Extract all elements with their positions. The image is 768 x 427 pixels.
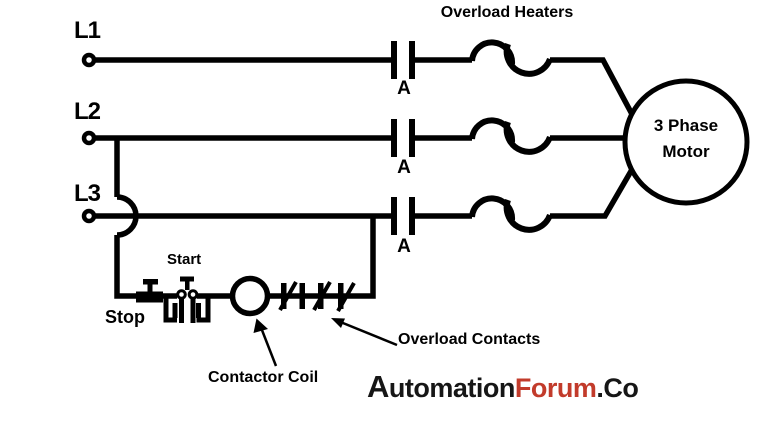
phase-line-l3 [95, 164, 637, 235]
overload-contacts-symbol [278, 281, 356, 312]
overload-contacts-arrowhead-icon [331, 318, 345, 328]
contact-a-l1-label: A [397, 78, 411, 99]
stop-label: Stop [105, 307, 145, 327]
automationforum-logo: AutomationForum.Co [367, 369, 639, 405]
supply-terminals [81, 52, 97, 224]
l1-terminal [81, 52, 97, 68]
contact-a-l2-symbol [391, 119, 415, 157]
contact-a-l3-symbol [391, 197, 415, 235]
contactor-coil-arrowhead-icon [253, 318, 268, 333]
start-contact-dot-left [176, 289, 187, 300]
overload-contacts-arrow [337, 319, 398, 347]
stop-button-symbol [136, 279, 163, 303]
l3-label: L3 [74, 180, 101, 207]
contact-a-l1-symbol [391, 41, 415, 79]
overload-heater-l2-icon [469, 117, 553, 155]
motor-label-line1: 3 Phase [653, 116, 719, 135]
control-circuit [114, 138, 376, 323]
start-label: Start [167, 251, 202, 268]
contact-a-l2-label: A [397, 157, 411, 178]
logo-dot: . [596, 373, 604, 403]
contactor-coil-symbol [229, 275, 271, 317]
contactor-coil-label: Contactor Coil [208, 369, 319, 386]
l1-label: L1 [74, 17, 101, 44]
motor-label: 3 Phase Motor [626, 113, 746, 165]
overload-heaters-label: Overload Heaters [440, 4, 574, 21]
holding-contact-symbol [163, 296, 211, 323]
l2-terminal [81, 130, 97, 146]
start-button-symbol [180, 276, 194, 290]
contact-a-l3-label: A [397, 236, 411, 257]
start-contact-dot-right [187, 289, 199, 300]
logo-initial: A [367, 369, 389, 404]
overload-heater-l3-icon [469, 195, 553, 233]
logo-co: Co [603, 373, 639, 403]
phase-line-l1 [95, 39, 637, 120]
logo-automation: utomation [388, 373, 515, 403]
motor-circle [622, 78, 750, 206]
contactor-coil-arrow [258, 324, 278, 367]
wire-hop-icon [116, 194, 139, 238]
annotation-arrows [258, 319, 398, 367]
motor-label-line2: Motor [662, 142, 710, 161]
l3-terminal [81, 208, 97, 224]
overload-contacts-label: Overload Contacts [398, 331, 541, 348]
logo-forum: Forum [514, 373, 597, 403]
phase-line-l2 [95, 117, 630, 157]
overload-heater-l1-icon [469, 39, 553, 77]
l2-label: L2 [74, 98, 101, 125]
